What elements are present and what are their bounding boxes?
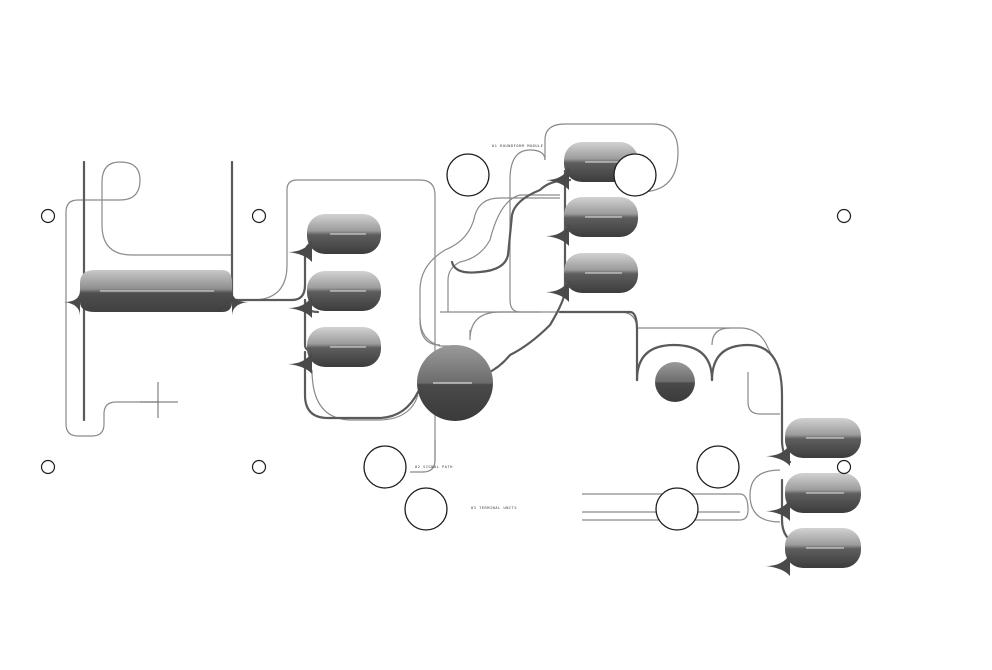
outline-traces <box>65 123 781 523</box>
crosshair-icon <box>140 382 178 418</box>
pill-group-right <box>766 418 861 576</box>
mid-micro-label: 02 SIGNAL PATH <box>415 465 453 469</box>
pill-group-left <box>288 214 381 374</box>
top-micro-label: 01 ROUNDFORM MODULE <box>492 144 544 148</box>
ring-markers <box>363 153 740 531</box>
large-sphere <box>417 345 493 421</box>
lead-lines <box>82 160 802 547</box>
horizontal-bar <box>64 270 248 316</box>
registration-marks <box>40 208 852 475</box>
small-sphere <box>655 362 695 402</box>
low-micro-label: 03 TERMINAL UNITS <box>471 506 518 510</box>
